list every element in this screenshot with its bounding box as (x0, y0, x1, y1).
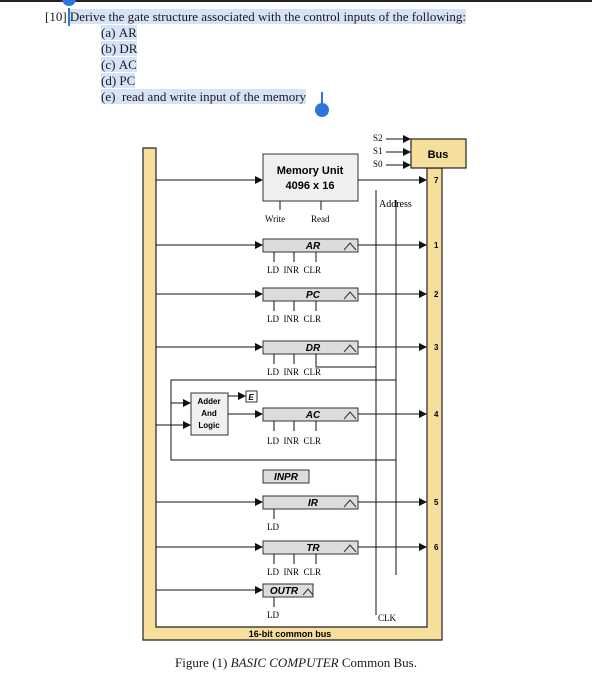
register-outr-label: OUTR (270, 586, 299, 597)
e-label: E (248, 393, 254, 402)
register-ir-controls: LD (267, 522, 279, 532)
memory-read: Read (311, 214, 330, 224)
top-border (0, 0, 592, 2)
option-a: (a) AR (101, 25, 137, 40)
register-tr-label: TR (306, 543, 320, 554)
register-ac-label: AC (305, 410, 321, 421)
register-dr-label: DR (306, 343, 321, 354)
option-c: (c) AC (101, 57, 137, 72)
memory-name: Memory Unit (277, 165, 344, 177)
selection-handle-end[interactable] (315, 103, 329, 117)
bus-num-5: 5 (434, 498, 439, 507)
select-s2: S2 (373, 133, 383, 143)
question-block: [10] Derive the gate structure associate… (0, 0, 592, 117)
bus-num-2: 2 (434, 290, 439, 299)
register-pc-controls: LD INR CLR (267, 314, 321, 324)
bus-num-1: 1 (434, 241, 439, 250)
register-ar-label: AR (305, 241, 321, 252)
select-s0: S0 (373, 159, 383, 169)
address-label: Address (379, 199, 412, 210)
register-ir-label: IR (308, 498, 319, 509)
clk-label: CLK (378, 613, 397, 623)
register-outr-controls: LD (267, 610, 279, 620)
figure-caption: Figure (1) BASIC COMPUTER Common Bus. (175, 655, 417, 670)
question-text: Derive the gate structure associated wit… (69, 9, 466, 24)
bus-num-4: 4 (434, 410, 439, 419)
selection-caret-start (68, 8, 70, 26)
selection-caret-end (321, 92, 323, 108)
register-tr-controls: LD INR CLR (267, 567, 321, 577)
register-inpr (262, 469, 310, 484)
memory-unit (262, 153, 359, 202)
register-inpr-label: INPR (274, 472, 299, 483)
register-outr (262, 583, 314, 598)
memory-write: Write (265, 214, 285, 224)
register-ar-controls: LD INR CLR (267, 265, 321, 275)
bus-label: Bus (428, 149, 449, 161)
e-flipflop (245, 390, 258, 403)
common-bus-label: 16-bit common bus (249, 629, 332, 639)
adder-line-2: And (201, 409, 217, 418)
bus-box (410, 138, 467, 169)
adder-line-3: Logic (198, 421, 220, 430)
question-title: [10] Derive the gate structure associate… (45, 9, 466, 25)
register-dr-controls: LD INR CLR (267, 367, 321, 377)
select-s1: S1 (373, 146, 383, 156)
option-d: (d) PC (101, 73, 136, 88)
bus-num-6: 6 (434, 543, 439, 552)
option-e: (e) read and write input of the memory (101, 89, 307, 104)
register-ac-controls: LD INR CLR (267, 436, 321, 446)
adder-line-1: Adder (197, 397, 220, 406)
register-pc-label: PC (306, 290, 321, 301)
memory-size: 4096 x 16 (286, 180, 335, 192)
question-number: [10] (45, 9, 67, 24)
selection-handle-start[interactable] (62, 0, 76, 6)
option-b: (b) DR (101, 41, 138, 56)
bus-num-3: 3 (434, 343, 439, 352)
bus-num-7: 7 (434, 176, 439, 185)
